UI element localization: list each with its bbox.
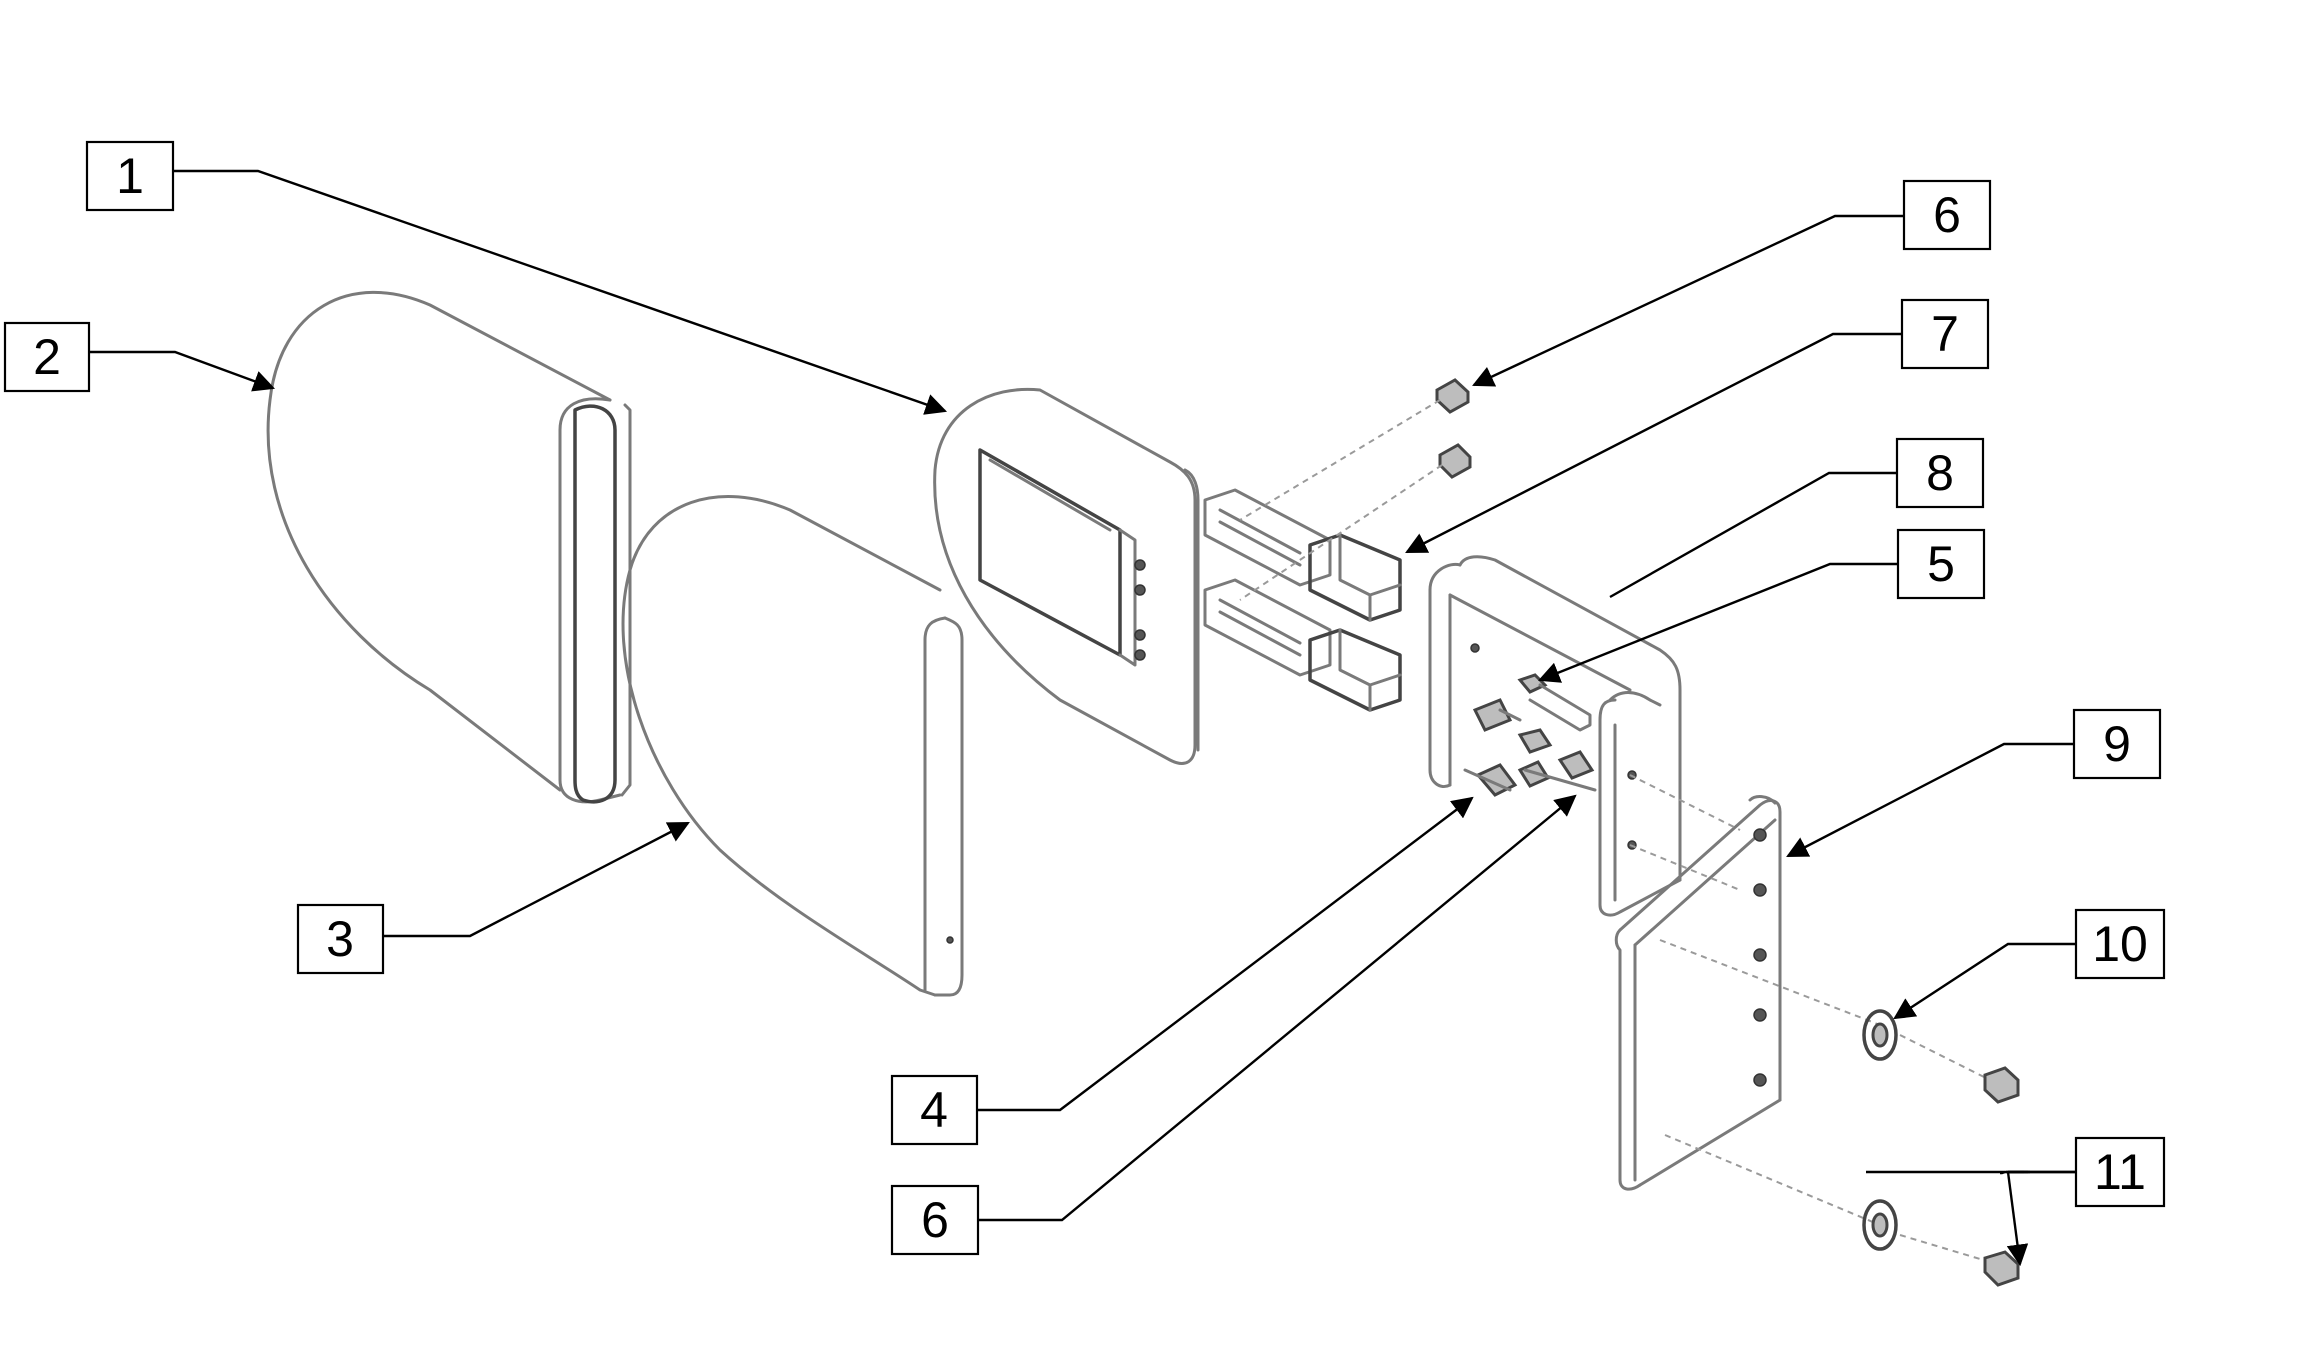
callout-6-bottom: 6	[890, 1184, 980, 1256]
callout-4: 4	[890, 1074, 979, 1146]
leader-10	[1893, 942, 2076, 1020]
bracket-fasteners-part	[1463, 673, 1597, 797]
callout-7: 7	[1900, 298, 1990, 370]
leader-9	[1786, 742, 2074, 858]
callout-5-label: 5	[1927, 536, 1955, 592]
callout-11: 11	[2074, 1136, 2166, 1208]
callout-1: 1	[85, 140, 175, 212]
headrest-cushion-part	[266, 290, 632, 804]
slotted-rail-plate-part	[1614, 795, 1782, 1191]
leader-2	[89, 350, 276, 392]
callout-1-label: 1	[116, 148, 144, 204]
callout-8: 8	[1895, 437, 1985, 509]
callout-10-label: 10	[2092, 916, 2148, 972]
back-plate-part	[621, 495, 964, 997]
clamp-knuckle-part	[1308, 533, 1402, 712]
bolt-part	[1983, 1066, 2020, 1287]
leader-11-line	[2000, 1170, 2006, 1175]
leader-8	[1609, 471, 1897, 599]
callout-5: 5	[1896, 528, 1986, 600]
angle-bracket-part	[1428, 555, 1682, 917]
callout-6-bottom-label: 6	[921, 1192, 949, 1248]
leader-5	[1537, 562, 1898, 683]
slotted-block-part	[1203, 488, 1332, 677]
leader-4	[977, 796, 1474, 1112]
leader-lines	[89, 169, 2076, 1267]
callout-8-label: 8	[1926, 445, 1954, 501]
leader-7	[1405, 332, 1902, 554]
callout-9: 9	[2072, 708, 2162, 780]
leader-6a	[1472, 214, 1904, 387]
callout-9-label: 9	[2103, 716, 2131, 772]
callout-2-label: 2	[33, 329, 61, 385]
callout-7-label: 7	[1931, 306, 1959, 362]
callout-4-label: 4	[920, 1082, 948, 1138]
leader-3	[383, 821, 690, 938]
callout-3-label: 3	[326, 911, 354, 967]
parts-drawing	[266, 290, 2020, 1287]
leader-6b	[978, 794, 1577, 1222]
leader-1	[173, 169, 948, 415]
callout-6-top-label: 6	[1933, 187, 1961, 243]
callout-3: 3	[296, 903, 385, 975]
screw-part	[1239, 378, 1472, 601]
callout-11-label: 11	[2094, 1144, 2146, 1200]
callout-6-top: 6	[1902, 179, 1992, 251]
washer-part	[1862, 1009, 1898, 1251]
assembly-axis-lines	[1629, 774, 2001, 1266]
callout-10: 10	[2074, 908, 2166, 980]
callout-2: 2	[3, 321, 91, 393]
leader-11-arrow-final-true	[2006, 1171, 2029, 1267]
mounting-plate-part	[933, 387, 1200, 765]
